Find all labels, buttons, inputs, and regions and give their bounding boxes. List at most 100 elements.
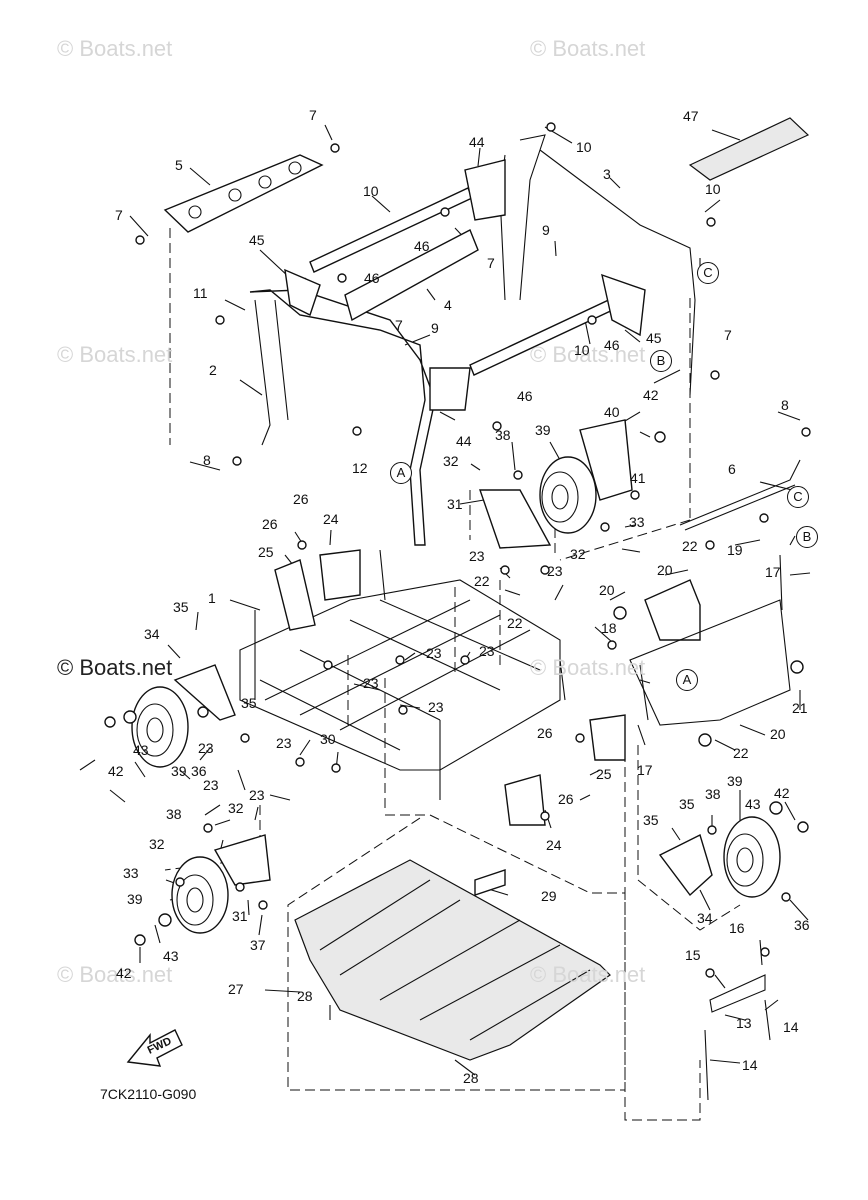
- part-number: 1: [208, 590, 216, 606]
- part-number: 23: [428, 699, 444, 715]
- part-number: 18: [601, 620, 617, 636]
- ref-circle-c: C: [787, 486, 809, 508]
- part-number: 31: [232, 908, 248, 924]
- part-number: 37: [250, 937, 266, 953]
- part-number: 24: [323, 511, 339, 527]
- part-number: 36: [794, 917, 810, 933]
- part-number: 4: [444, 297, 452, 313]
- watermark: © Boats.net: [57, 962, 173, 987]
- part-number: 23: [203, 777, 219, 793]
- part-number: 23: [547, 563, 563, 579]
- part-number: 17: [637, 762, 653, 778]
- part-number: 35: [643, 812, 659, 828]
- part-number: 28: [463, 1070, 479, 1086]
- part-number: 33: [123, 865, 139, 881]
- part-number: 7: [115, 207, 123, 223]
- part-number: 20: [770, 726, 786, 742]
- part-number: 9: [431, 320, 439, 336]
- part-number: 46: [414, 238, 430, 254]
- part-number: 43: [745, 796, 761, 812]
- part-number: 43: [133, 742, 149, 758]
- part-number: 17: [765, 564, 781, 580]
- part-number: 12: [352, 460, 368, 476]
- part-number: 8: [203, 452, 211, 468]
- part-number: 35: [241, 695, 257, 711]
- part-number: 23: [479, 643, 495, 659]
- part-number: 32: [228, 800, 244, 816]
- part-number: 41: [630, 470, 646, 486]
- part-number: 11: [193, 285, 208, 301]
- ref-circle-a: A: [676, 669, 698, 691]
- part-number: 3: [603, 166, 611, 182]
- part-number: 2: [209, 362, 217, 378]
- part-number: 26: [262, 516, 278, 532]
- ref-circle-a: A: [390, 462, 412, 484]
- part-number: 20: [657, 562, 673, 578]
- ref-circle-b: B: [796, 526, 818, 548]
- part-number: 22: [507, 615, 523, 631]
- dashed-assembly-boundaries: [164, 228, 741, 1121]
- part-number: 10: [705, 181, 721, 197]
- part-number: 6: [728, 461, 736, 477]
- part-number: 28: [297, 988, 313, 1004]
- part-number: 20: [599, 582, 615, 598]
- part-number: 32: [443, 453, 459, 469]
- part-number: 38: [705, 786, 721, 802]
- part-number: 26: [558, 791, 574, 807]
- ref-circle-b: B: [650, 350, 672, 372]
- part-number: 23: [469, 548, 485, 564]
- part-number: 19: [727, 542, 743, 558]
- part-shapes: [104, 117, 811, 1101]
- part-number: 42: [116, 965, 132, 981]
- part-number: 14: [783, 1019, 799, 1035]
- part-number: 14: [742, 1057, 758, 1073]
- part-number: 44: [469, 134, 485, 150]
- part-number: 39: [727, 773, 743, 789]
- part-number: 7: [724, 327, 732, 343]
- watermark: © Boats.net: [530, 342, 646, 367]
- part-number: 24: [546, 837, 562, 853]
- part-number: 44: [456, 433, 472, 449]
- part-number: 38: [166, 806, 182, 822]
- part-number: 22: [682, 538, 698, 554]
- part-number: 23: [249, 787, 265, 803]
- part-number: 23: [363, 675, 379, 691]
- part-number: 43: [163, 948, 179, 964]
- watermark: © Boats.net: [57, 36, 173, 61]
- part-number: 39: [171, 763, 187, 779]
- part-number: 32: [149, 836, 165, 852]
- part-number: 39: [535, 422, 551, 438]
- part-number: 21: [792, 700, 808, 716]
- part-number: 9: [542, 222, 550, 238]
- part-number: 42: [774, 785, 790, 801]
- watermark: © Boats.net: [530, 962, 646, 987]
- part-number: 42: [108, 763, 124, 779]
- part-number: 47: [683, 108, 699, 124]
- part-number: 25: [258, 544, 274, 560]
- part-number: 31: [447, 496, 463, 512]
- part-number: 26: [293, 491, 309, 507]
- part-number: 10: [363, 183, 379, 199]
- ref-circle-c: C: [697, 262, 719, 284]
- part-number: 42: [643, 387, 659, 403]
- part-number: 25: [596, 766, 612, 782]
- part-number: 23: [198, 740, 214, 756]
- part-number: 10: [576, 139, 592, 155]
- part-number: 45: [249, 232, 265, 248]
- part-number: 33: [629, 514, 645, 530]
- part-number: 32: [570, 546, 586, 562]
- part-number: 39: [127, 891, 143, 907]
- part-number: 13: [736, 1015, 752, 1031]
- part-number: 23: [276, 735, 292, 751]
- watermark: © Boats.net: [530, 655, 646, 680]
- part-number: 34: [697, 910, 713, 926]
- part-number: 40: [604, 404, 620, 420]
- part-number: 8: [781, 397, 789, 413]
- part-number: 26: [537, 725, 553, 741]
- part-number: 10: [574, 342, 590, 358]
- part-number: 7: [395, 317, 403, 333]
- part-number: 22: [733, 745, 749, 761]
- part-number: 23: [426, 645, 442, 661]
- part-number: 7: [487, 255, 495, 271]
- part-number: 35: [679, 796, 695, 812]
